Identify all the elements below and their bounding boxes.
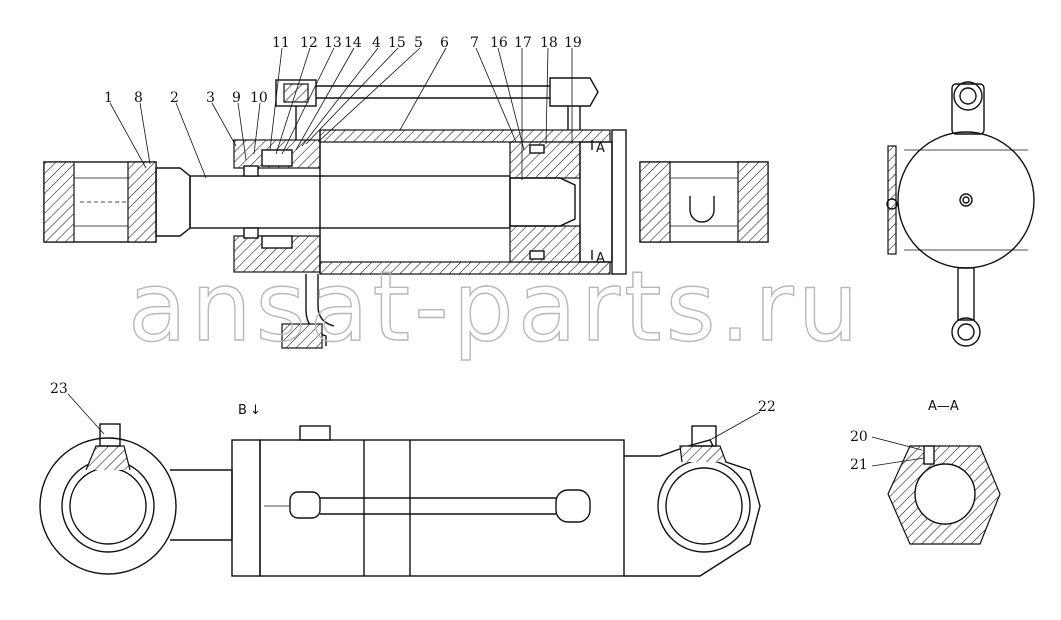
callout-label: 4	[372, 35, 381, 51]
callout-label: 5	[414, 35, 423, 51]
arrow-down-icon: ↓	[250, 403, 261, 418]
callout-label: 16	[490, 35, 508, 51]
callout-label: 23	[50, 381, 68, 397]
cylinder-end-view	[886, 81, 1035, 347]
callout-label: 8	[134, 90, 143, 106]
callout-leaders	[67, 47, 925, 467]
callout-label: 6	[440, 35, 449, 51]
callout-label: 7	[470, 35, 479, 51]
callout-label: 10	[250, 90, 268, 106]
callout-label: 1	[104, 90, 113, 106]
callout-label: 19	[564, 35, 582, 51]
cylinder-section-view	[43, 77, 769, 349]
cylinder-external-view	[39, 423, 761, 577]
callout-label: 21	[850, 457, 868, 473]
callout-label: 13	[324, 35, 342, 51]
view-b-marker: B	[238, 403, 247, 418]
callout-label: 12	[300, 35, 318, 51]
callout-label: 2	[170, 90, 179, 106]
section-a-a-view	[887, 445, 1001, 545]
watermark: ansat-parts.ru	[128, 251, 863, 363]
callout-label: 17	[514, 35, 532, 51]
callout-label: 15	[388, 35, 406, 51]
callout-label: 9	[232, 90, 241, 106]
callout-label: 18	[540, 35, 558, 51]
callout-label: 14	[344, 35, 362, 51]
callout-labels: 1 8 2 3 9 10 11 12 13 14 4 15 5 6 7 16 1…	[50, 35, 959, 473]
callout-label: 22	[758, 399, 776, 415]
callout-label: 11	[272, 35, 290, 51]
section-a-marker: A	[596, 141, 605, 156]
section-a-marker: A	[596, 251, 605, 266]
callout-label: 3	[206, 90, 215, 106]
section-title: A—A	[928, 399, 959, 414]
callout-label: 20	[850, 429, 868, 445]
